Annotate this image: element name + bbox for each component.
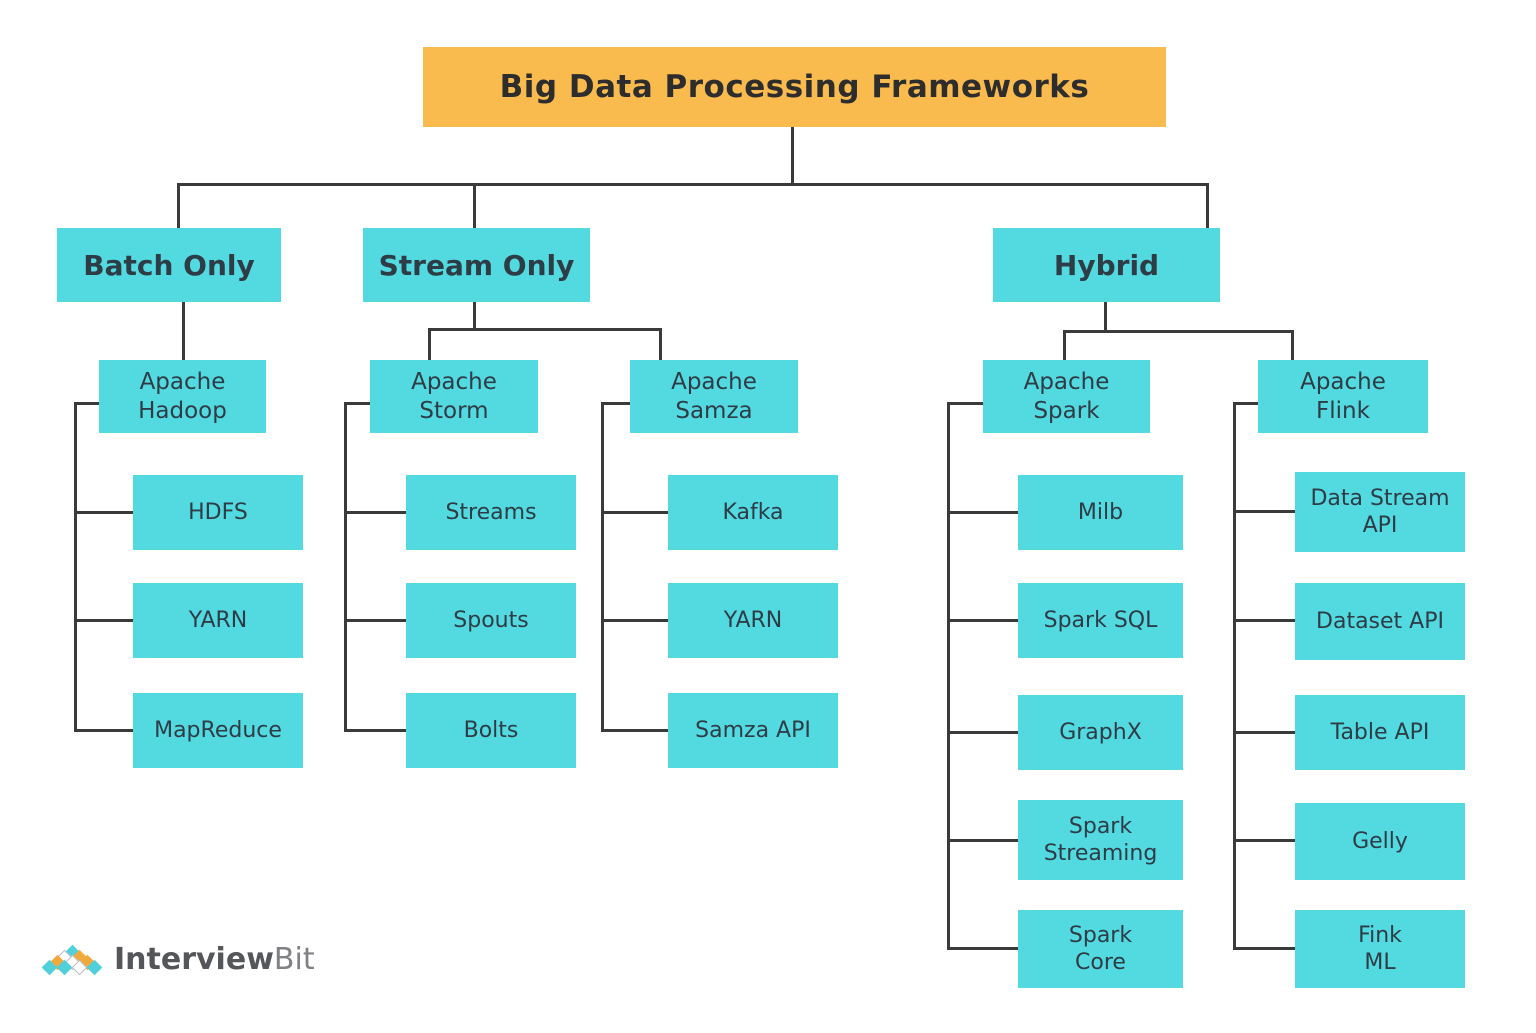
component-fink-ml: Fink ML [1295, 910, 1465, 988]
connector-line [74, 402, 99, 405]
connector-line [659, 328, 662, 360]
connector-line [601, 619, 668, 622]
component-bolts: Bolts [406, 693, 576, 768]
component-spark-sql: Spark SQL [1018, 583, 1183, 658]
connector-line [947, 402, 983, 405]
connector-line [428, 328, 431, 360]
framework-apache-samza: Apache Samza [630, 360, 798, 433]
component-dataset-api: Dataset API [1295, 583, 1465, 660]
interviewbit-logo: InterviewBit [41, 942, 315, 977]
connector-line [344, 402, 370, 405]
component-milb: Milb [1018, 475, 1183, 550]
connector-line [1233, 619, 1295, 622]
connector-line [1233, 947, 1295, 950]
connector-line [601, 511, 668, 514]
connector-line [947, 511, 1018, 514]
connector-line [473, 302, 476, 331]
connector-line [1233, 402, 1258, 405]
connector-line [74, 402, 77, 732]
framework-apache-storm: Apache Storm [370, 360, 538, 433]
connector-line [1063, 330, 1066, 360]
connector-line [1233, 402, 1236, 950]
connector-line [1233, 839, 1295, 842]
component-yarn-hadoop: YARN [133, 583, 303, 658]
connector-line [1291, 330, 1294, 360]
connector-line [947, 839, 1018, 842]
connector-line [74, 511, 133, 514]
connector-line [428, 328, 662, 331]
diagram-title: Big Data Processing Frameworks [423, 47, 1166, 127]
logo-pyramid-icon [41, 944, 103, 975]
connector-line [1233, 731, 1295, 734]
connector-line [601, 402, 604, 732]
framework-apache-hadoop: Apache Hadoop [99, 360, 266, 433]
component-streams: Streams [406, 475, 576, 550]
connector-line [344, 619, 406, 622]
connector-line [74, 729, 133, 732]
component-spark-core: Spark Core [1018, 910, 1183, 988]
connector-line [947, 947, 1018, 950]
connector-line [1206, 183, 1209, 228]
framework-apache-flink: Apache Flink [1258, 360, 1428, 433]
connector-line [177, 183, 180, 228]
connector-line [1063, 330, 1294, 333]
category-batch-only: Batch Only [57, 228, 281, 302]
connector-line [177, 183, 1209, 186]
framework-apache-spark: Apache Spark [983, 360, 1150, 433]
connector-line [947, 731, 1018, 734]
component-hdfs: HDFS [133, 475, 303, 550]
category-hybrid: Hybrid [993, 228, 1220, 302]
connector-line [344, 511, 406, 514]
connector-line [473, 183, 476, 228]
component-kafka: Kafka [668, 475, 838, 550]
connector-line [601, 402, 630, 405]
component-graphx: GraphX [1018, 695, 1183, 770]
component-spouts: Spouts [406, 583, 576, 658]
component-data-stream-api: Data Stream API [1295, 472, 1465, 552]
logo-wordmark: InterviewBit [114, 942, 315, 977]
component-spark-streaming: Spark Streaming [1018, 800, 1183, 880]
component-samza-api: Samza API [668, 693, 838, 768]
component-table-api: Table API [1295, 695, 1465, 770]
connector-line [601, 729, 668, 732]
connector-line [947, 402, 950, 950]
connector-line [344, 729, 406, 732]
component-yarn-samza: YARN [668, 583, 838, 658]
connector-line [947, 619, 1018, 622]
connector-line [74, 619, 133, 622]
connector-line [1233, 510, 1295, 513]
connector-line [182, 302, 185, 360]
component-gelly: Gelly [1295, 803, 1465, 880]
connector-line [344, 402, 347, 732]
connector-line [1104, 302, 1107, 333]
logo-text-primary: Interview [114, 942, 274, 977]
logo-text-secondary: Bit [273, 942, 315, 977]
connector-line [791, 127, 794, 185]
category-stream-only: Stream Only [363, 228, 590, 302]
component-mapreduce: MapReduce [133, 693, 303, 768]
